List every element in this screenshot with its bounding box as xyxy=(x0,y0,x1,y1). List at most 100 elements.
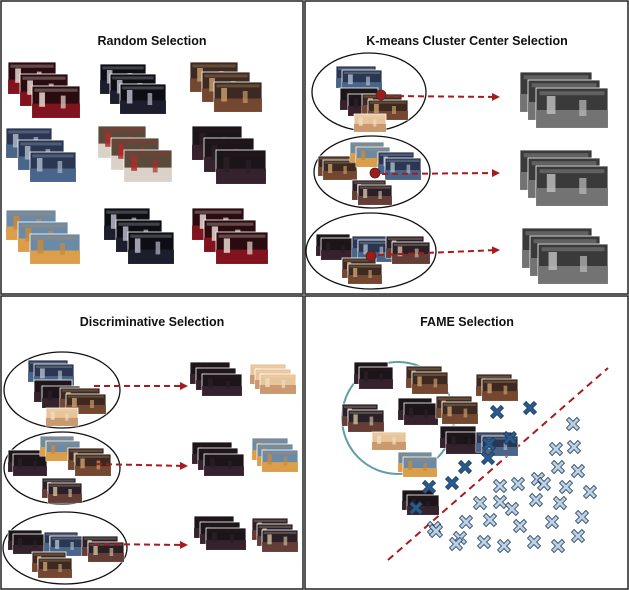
video-frame-thumbnail xyxy=(411,371,449,395)
frame-floor xyxy=(385,170,421,180)
frame-figure xyxy=(18,458,23,469)
frame-highlight xyxy=(113,140,157,144)
frame-stack xyxy=(251,437,299,473)
frame-floor xyxy=(30,250,80,264)
frame-floor xyxy=(204,466,244,476)
video-frame-thumbnail xyxy=(213,81,263,113)
frame-highlight xyxy=(206,455,242,458)
frame-figure xyxy=(242,91,248,103)
frame-floor xyxy=(412,384,448,394)
frame-figure xyxy=(368,270,372,278)
cluster-ellipse xyxy=(3,351,121,429)
frame-figure xyxy=(467,438,472,448)
frame-stack xyxy=(97,125,173,183)
frame-stack xyxy=(191,125,267,185)
frame-figure xyxy=(417,376,422,387)
frame-figure xyxy=(36,158,43,172)
frame-floor xyxy=(88,553,124,562)
video-frame-thumbnail xyxy=(320,237,356,261)
frame-figure xyxy=(15,68,21,83)
sample-marker xyxy=(492,494,508,510)
frame-figure xyxy=(24,146,31,160)
frame-highlight xyxy=(198,369,234,372)
frame-stack xyxy=(435,395,479,425)
frame-figure xyxy=(27,80,33,95)
frame-figure xyxy=(197,68,203,82)
video-frame-thumbnail xyxy=(322,159,358,181)
dashed-arrow xyxy=(387,92,500,101)
video-frame-thumbnail xyxy=(47,482,83,504)
frame-figure xyxy=(348,74,353,85)
frame-highlight xyxy=(9,531,41,534)
frame-figure xyxy=(134,238,141,253)
frame-highlight xyxy=(387,237,423,240)
video-frame-thumbnail xyxy=(37,557,73,579)
frame-highlight xyxy=(62,389,98,392)
panel-title-random: Random Selection xyxy=(97,34,206,48)
frame-figure xyxy=(152,159,158,173)
sample-marker xyxy=(492,478,508,494)
frame-highlight xyxy=(32,236,78,240)
frame-figure xyxy=(90,400,94,408)
video-frame-thumbnail xyxy=(358,366,394,390)
frame-figure xyxy=(503,442,508,450)
frame-figure xyxy=(199,132,206,149)
frame-floor xyxy=(66,405,106,414)
frame-figure xyxy=(70,542,74,550)
frame-highlight xyxy=(14,455,46,458)
frame-highlight xyxy=(404,458,436,461)
sample-marker xyxy=(544,514,560,530)
video-frame-thumbnail xyxy=(535,87,609,129)
frame-figure xyxy=(211,226,219,241)
frame-figure xyxy=(80,458,85,469)
frame-highlight xyxy=(539,169,605,174)
frame-highlight xyxy=(200,449,236,452)
video-frame-thumbnail xyxy=(353,113,387,133)
frame-figure xyxy=(503,385,508,395)
frame-highlight xyxy=(353,237,387,240)
cluster-ellipse xyxy=(2,511,128,585)
frame-stack xyxy=(315,233,356,261)
frame-figure xyxy=(246,160,251,174)
sample-marker xyxy=(502,430,518,446)
frame-floor xyxy=(403,468,437,477)
frame-highlight xyxy=(68,395,104,398)
frame-floor xyxy=(50,547,84,556)
sample-marker xyxy=(489,404,505,420)
frame-floor xyxy=(216,249,268,264)
frame-stack xyxy=(193,515,247,551)
sample-marker xyxy=(566,439,582,455)
frame-highlight xyxy=(30,361,66,364)
frame-floor xyxy=(120,100,166,114)
frame-figure xyxy=(53,487,58,496)
frame-highlight xyxy=(533,239,597,244)
frame-figure xyxy=(226,380,230,390)
frame-floor xyxy=(368,111,408,120)
frame-highlight xyxy=(112,76,154,80)
video-frame-thumbnail xyxy=(123,149,173,183)
frame-highlight xyxy=(359,186,391,189)
video-frame-thumbnail xyxy=(12,533,48,555)
frame-highlight xyxy=(399,453,431,456)
frame-figure xyxy=(37,240,44,254)
frame-highlight xyxy=(122,86,164,90)
frame-highlight xyxy=(202,523,238,526)
video-frame-thumbnail xyxy=(535,165,609,207)
frame-figure xyxy=(353,268,358,277)
frame-stack xyxy=(7,529,48,555)
frame-figure xyxy=(126,90,133,104)
frame-highlight xyxy=(437,397,471,400)
frame-stack xyxy=(43,531,85,557)
frame-figure xyxy=(43,562,48,571)
frame-figure xyxy=(363,189,368,198)
frame-figure xyxy=(379,373,383,383)
frame-figure xyxy=(579,100,587,116)
frame-figure xyxy=(433,378,438,388)
frame-figure xyxy=(39,92,45,107)
frame-figure xyxy=(211,144,218,161)
frame-figure xyxy=(390,162,395,173)
frame-floor xyxy=(46,417,78,426)
frame-figure xyxy=(341,244,345,254)
frame-highlight xyxy=(34,88,78,92)
sample-marker xyxy=(582,484,598,500)
